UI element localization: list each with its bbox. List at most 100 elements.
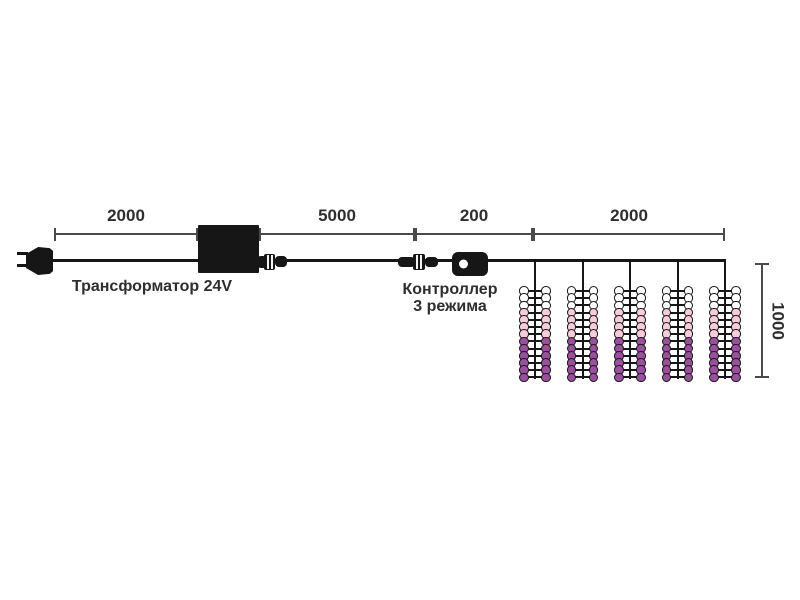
cluster-rung — [524, 333, 546, 336]
cluster-rung — [666, 311, 689, 314]
controller-button-icon — [459, 259, 468, 269]
cluster-rung — [619, 318, 641, 321]
cluster-rung — [714, 347, 736, 350]
cluster-rung — [571, 304, 594, 307]
cluster-rung — [524, 354, 546, 357]
dim-label-2000-right: 2000 — [610, 206, 648, 225]
dim-label-200: 200 — [459, 206, 489, 225]
cluster-rung — [666, 376, 689, 379]
cluster-rung — [666, 318, 689, 321]
plug-body — [26, 247, 53, 275]
controller-icon — [452, 252, 488, 276]
cluster-rung — [714, 326, 736, 328]
cluster-rung — [571, 354, 594, 357]
led-bead-purple — [541, 372, 551, 383]
cluster-rung — [571, 369, 594, 372]
cluster-rung — [666, 347, 689, 350]
cluster-rung — [524, 362, 546, 364]
led-cluster — [661, 259, 694, 385]
cluster-rung — [666, 369, 689, 372]
cluster-rung — [524, 318, 546, 321]
dim-label-1000: 1000 — [768, 301, 788, 340]
main-cable — [48, 259, 725, 262]
controller-label-line2: 3 режима — [413, 298, 487, 315]
cluster-rung — [714, 304, 736, 307]
led-bead-purple — [709, 372, 719, 383]
cluster-rung — [714, 318, 736, 321]
dim-segment-transformer-to-connector: 5000 — [259, 206, 415, 241]
led-bead-purple — [519, 372, 529, 383]
plug-prong-bottom — [17, 264, 28, 267]
led-bead-purple — [683, 372, 694, 383]
led-bead-purple — [731, 372, 741, 383]
led-cluster — [566, 259, 599, 385]
cluster-rung — [571, 333, 594, 336]
led-bead-purple — [588, 372, 599, 383]
cluster-rung — [524, 347, 546, 350]
cluster-rung — [619, 304, 641, 307]
cluster-rung — [571, 362, 594, 364]
dim-segment-cluster-span: 2000 — [533, 206, 725, 241]
connector-lug — [398, 257, 415, 267]
connector-lug — [425, 257, 438, 267]
cluster-rung — [666, 354, 689, 357]
cluster-rung — [714, 290, 736, 292]
cluster-rung — [571, 311, 594, 314]
connector-threaded-barrel — [413, 254, 425, 270]
led-cluster — [519, 259, 551, 385]
cluster-rung — [619, 354, 641, 357]
led-bead-purple — [614, 372, 624, 383]
cluster-rung — [524, 369, 546, 372]
cluster-rung — [619, 347, 641, 350]
cluster-rung — [714, 362, 736, 364]
cluster-rung — [571, 297, 594, 300]
transformer-label: Трансформатор 24V — [71, 278, 233, 295]
cluster-rung — [666, 326, 689, 328]
led-bead-purple — [636, 372, 646, 383]
led-bead-purple — [661, 372, 672, 383]
cluster-rung — [714, 354, 736, 357]
cluster-rung — [571, 376, 594, 379]
connector-lug — [257, 256, 267, 268]
dim-segment-connector-to-first-drop: 200 — [415, 206, 533, 241]
cluster-rung — [619, 333, 641, 336]
cluster-rung — [619, 376, 641, 379]
cluster-rung — [619, 362, 641, 364]
cluster-rung — [714, 340, 736, 343]
cluster-rung — [666, 297, 689, 300]
cluster-rung — [666, 333, 689, 336]
controller-label-line1: Контроллер — [402, 281, 498, 298]
cluster-rung — [619, 311, 641, 314]
cluster-rung — [524, 326, 546, 328]
cluster-rung — [524, 290, 546, 292]
led-cluster — [614, 259, 646, 385]
cluster-rung — [666, 290, 689, 292]
cluster-rung — [714, 311, 736, 314]
cluster-rung — [619, 326, 641, 328]
dim-segment-plug-to-transformer: 2000 — [54, 206, 198, 241]
dim-label-2000-left: 2000 — [107, 206, 145, 225]
cluster-rung — [666, 340, 689, 343]
connector-threaded-barrel — [264, 254, 275, 270]
cluster-rung — [571, 318, 594, 321]
plug-prong-top — [17, 252, 28, 255]
led-cluster — [709, 259, 741, 385]
led-bead-purple — [566, 372, 577, 383]
cluster-rung — [714, 369, 736, 372]
cluster-rung — [714, 333, 736, 336]
dim-segment-cluster-height: 1000 — [755, 263, 787, 378]
cluster-rung — [571, 326, 594, 328]
cluster-rung — [524, 311, 546, 314]
cluster-rung — [571, 347, 594, 350]
cluster-rung — [524, 340, 546, 343]
cluster-rung — [524, 297, 546, 300]
transformer-box — [198, 225, 259, 273]
cluster-rung — [524, 304, 546, 307]
cluster-rung — [619, 340, 641, 343]
cluster-rung — [571, 340, 594, 343]
cluster-rung — [714, 376, 736, 379]
cluster-rung — [619, 290, 641, 292]
controller-label: Контроллер 3 режима — [380, 281, 520, 315]
cluster-rung — [666, 304, 689, 307]
